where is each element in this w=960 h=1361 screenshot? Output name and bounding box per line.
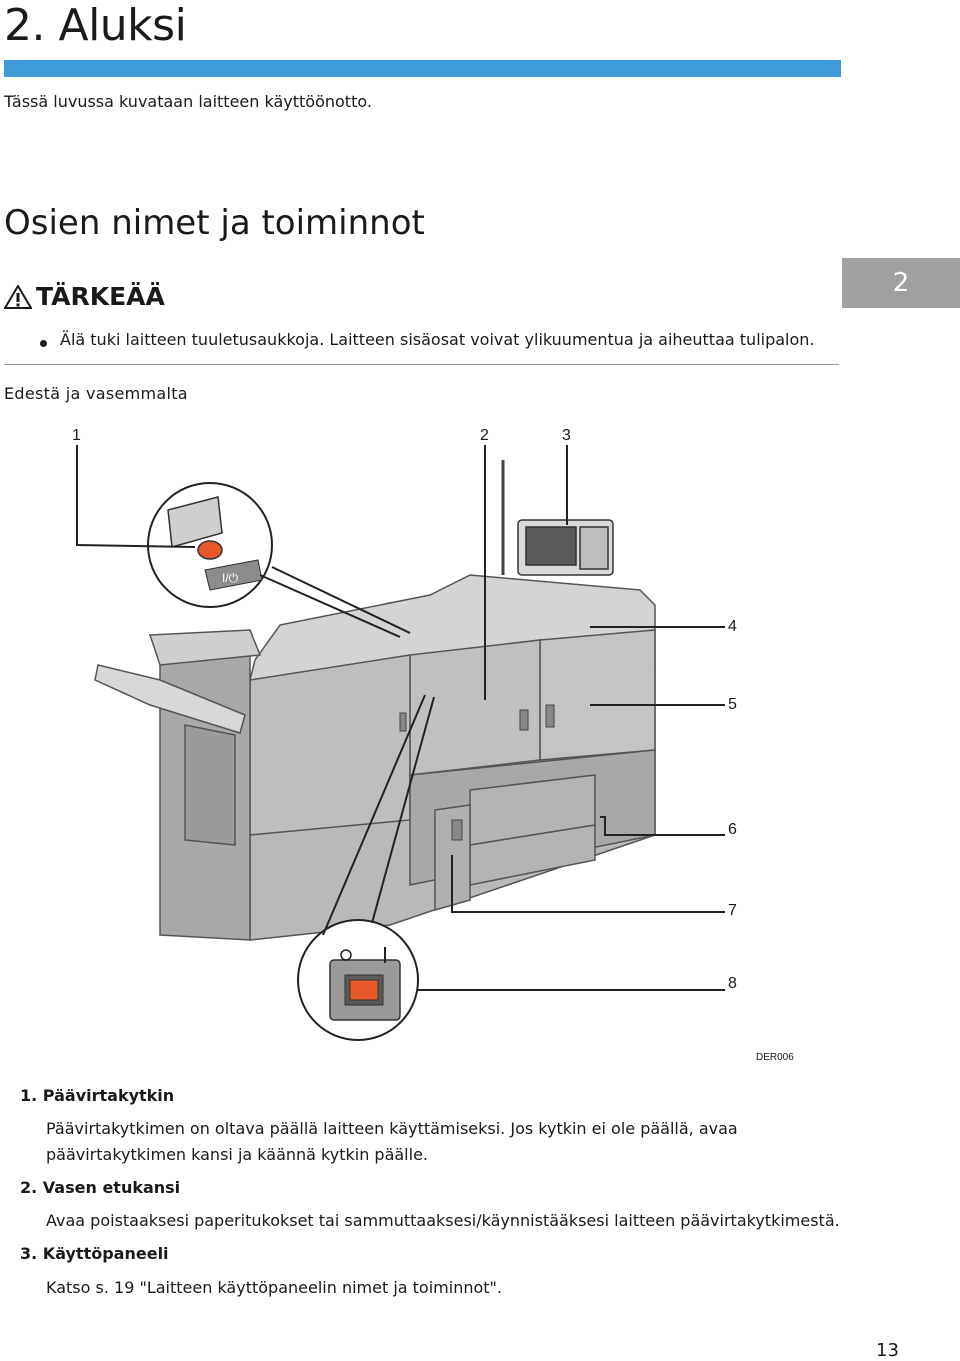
item-number: 1.	[20, 1086, 38, 1105]
chapter-heading-bar	[4, 60, 841, 77]
item-1-heading: 1. Päävirtakytkin	[20, 1086, 174, 1105]
callout-8: 8	[728, 975, 737, 992]
callout-3: 3	[562, 427, 571, 444]
item-3-heading: 3. Käyttöpaneeli	[20, 1244, 169, 1263]
item-number: 2.	[20, 1178, 38, 1197]
printer-body	[94, 574, 656, 941]
item-number: 3.	[20, 1244, 38, 1263]
figure-code: DER006	[756, 1052, 794, 1063]
callout-4: 4	[728, 618, 737, 635]
bullet-icon	[40, 340, 47, 347]
callout-2: 2	[480, 427, 489, 444]
item-2-description: Avaa poistaaksesi paperitukokset tai sam…	[46, 1211, 840, 1230]
important-item: Älä tuki laitteen tuuletusaukkoja. Laitt…	[60, 330, 815, 349]
page-number: 13	[876, 1340, 899, 1361]
power-switch-magnifier: I/⏻	[147, 482, 273, 608]
main-switch-magnifier	[297, 919, 419, 1041]
callout-7: 7	[728, 902, 737, 919]
section-title: Osien nimet ja toiminnot	[4, 203, 425, 243]
operation-panel	[517, 519, 614, 576]
important-heading: TÄRKEÄÄ	[4, 282, 165, 311]
item-1-description: Päävirtakytkimen on oltava päällä laitte…	[46, 1119, 738, 1164]
item-name: Käyttöpaneeli	[42, 1244, 169, 1263]
chapter-tab[interactable]: 2	[842, 258, 960, 308]
machine-illustration: I/⏻ 1 2 3 4 5 6 7 8	[0, 415, 960, 1079]
important-label: TÄRKEÄÄ	[36, 282, 165, 311]
item-3-description: Katso s. 19 "Laitteen käyttöpaneelin nim…	[46, 1278, 502, 1297]
item-name: Vasen etukansi	[42, 1178, 181, 1197]
important-notice: TÄRKEÄÄ Älä tuki laitteen tuuletusaukkoj…	[4, 282, 839, 365]
item-name: Päävirtakytkin	[42, 1086, 175, 1105]
callout-1: 1	[72, 427, 81, 444]
chapter-title: 2. Aluksi	[4, 0, 187, 51]
warning-icon	[4, 284, 32, 309]
chapter-intro: Tässä luvussa kuvataan laitteen käyttöön…	[4, 92, 372, 111]
printer-diagram: I/⏻	[76, 445, 725, 1041]
figure-caption: Edestä ja vasemmalta	[4, 384, 188, 403]
callout-6: 6	[728, 821, 737, 838]
callout-5: 5	[728, 696, 737, 713]
switch-symbol: I/⏻	[222, 571, 239, 585]
leader-lines	[76, 445, 725, 991]
item-2-heading: 2. Vasen etukansi	[20, 1178, 180, 1197]
